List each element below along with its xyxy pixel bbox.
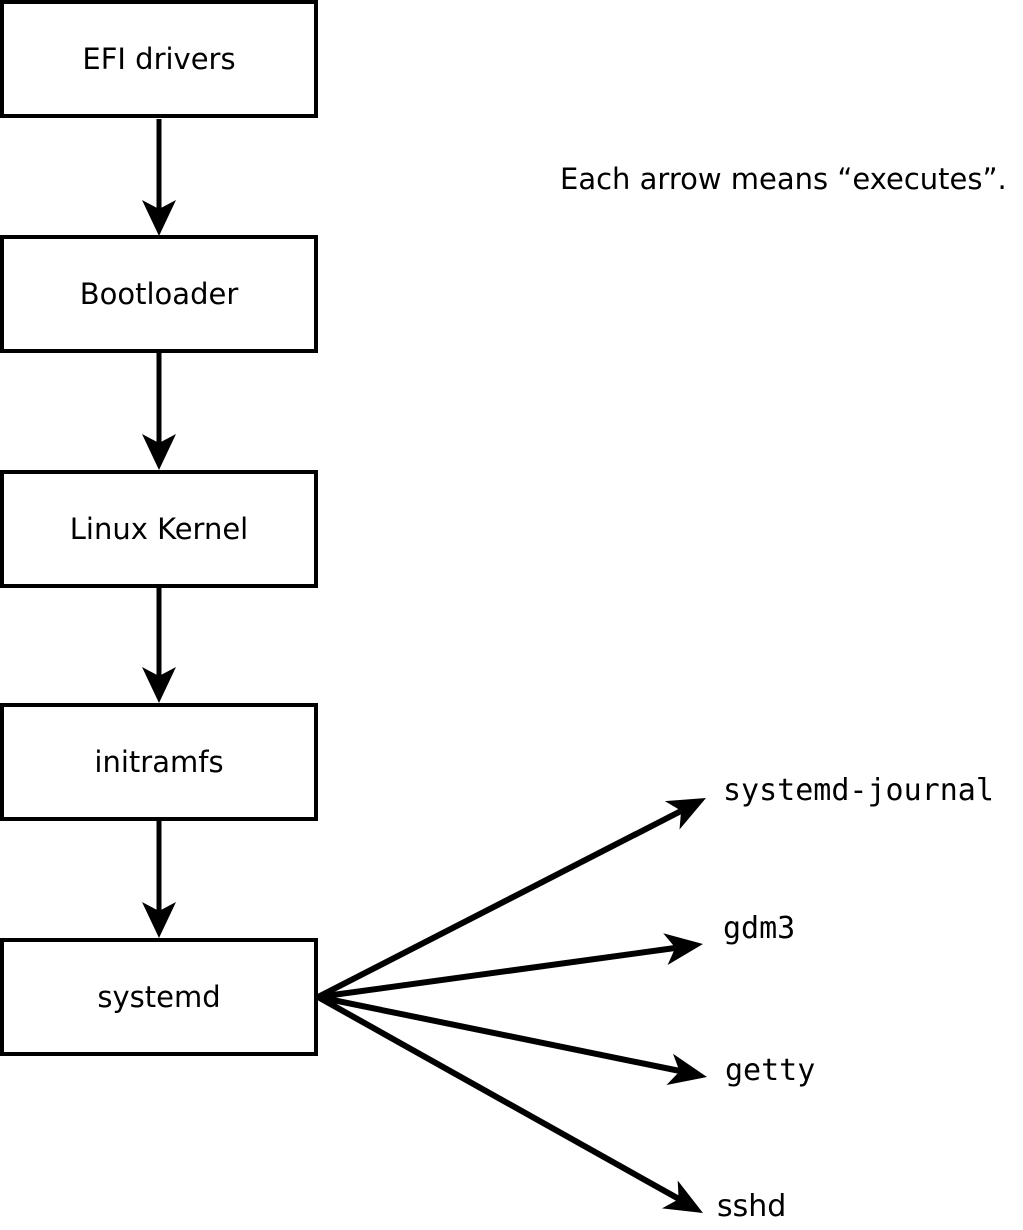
leaf-gdm3: gdm3: [723, 911, 796, 946]
node-systemd-label: systemd: [97, 979, 221, 1014]
node-systemd: systemd: [0, 938, 318, 1056]
arrowhead-kernel: [142, 434, 176, 470]
node-bootloader-label: Bootloader: [79, 276, 239, 311]
node-efi-drivers-label: EFI drivers: [82, 41, 236, 76]
node-initramfs-label: initramfs: [94, 744, 224, 779]
arrowhead-bootloader: [142, 200, 176, 236]
arrowhead-initramfs: [142, 667, 176, 703]
arrowhead-gdm3: [663, 933, 703, 965]
node-linux-kernel-label: Linux Kernel: [69, 511, 249, 546]
node-efi-drivers: EFI drivers: [0, 0, 318, 118]
node-bootloader: Bootloader: [0, 235, 318, 353]
edge-systemd-to-journal: [316, 808, 683, 1000]
node-linux-kernel: Linux Kernel: [0, 470, 318, 588]
leaf-sshd: sshd: [717, 1189, 787, 1224]
legend-note: Each arrow means “executes”.: [560, 162, 1007, 196]
leaf-getty: getty: [725, 1053, 816, 1088]
vertical-arrow-heads: [142, 200, 176, 938]
node-initramfs: initramfs: [0, 703, 318, 821]
leaf-systemd-journal: systemd-journal: [723, 773, 994, 808]
arrowhead-getty: [666, 1053, 707, 1085]
arrowhead-sshd: [662, 1180, 703, 1213]
edge-systemd-to-gdm3: [317, 945, 676, 1000]
fan-arrow-heads: [662, 798, 707, 1213]
arrowhead-journal: [664, 798, 706, 830]
edge-systemd-to-getty: [317, 994, 681, 1074]
fan-arrow-lines: [316, 808, 683, 1202]
edge-systemd-to-sshd: [316, 994, 681, 1202]
arrowhead-systemd: [142, 902, 176, 938]
